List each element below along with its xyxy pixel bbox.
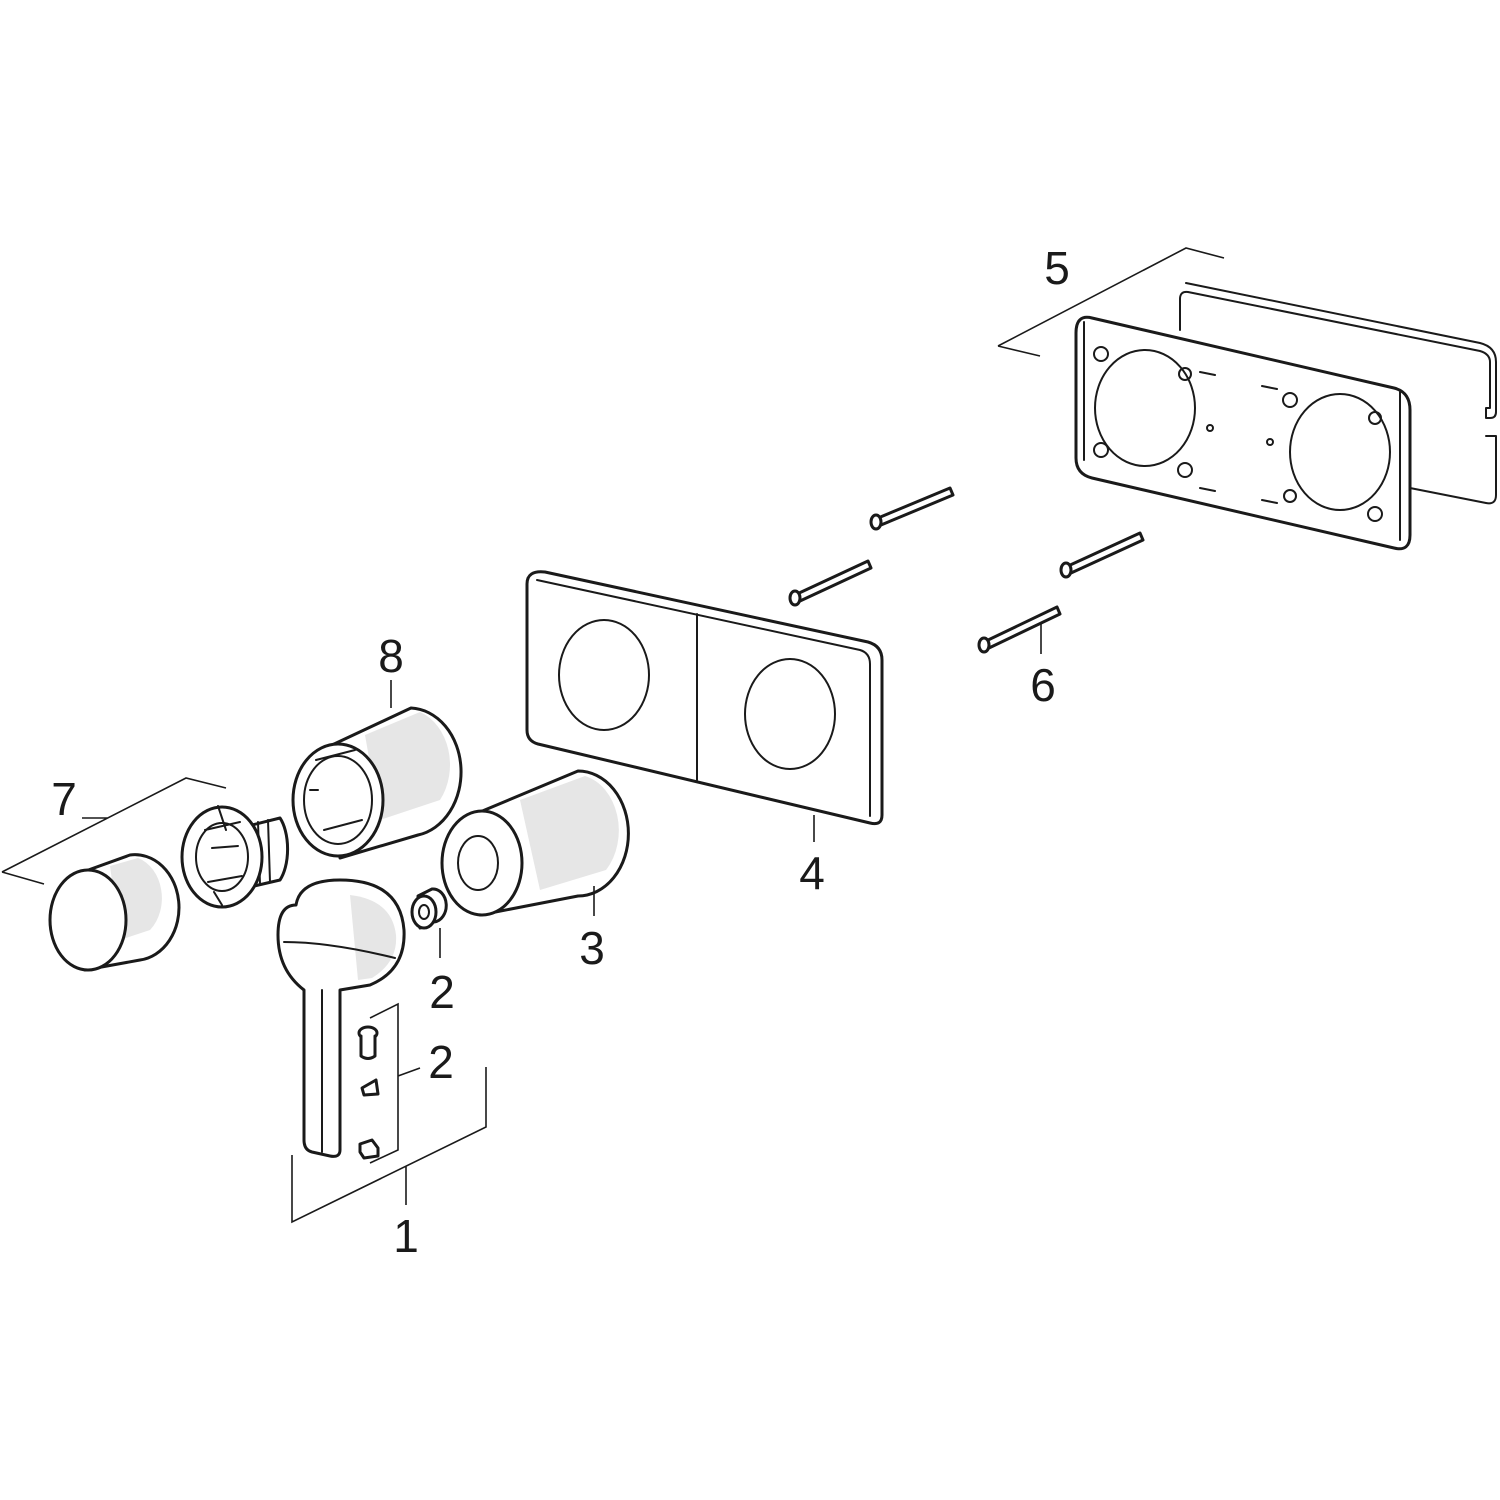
frame-hole [1368, 411, 1382, 425]
frame-hole [1367, 506, 1383, 522]
callout-3: 3 [579, 922, 605, 974]
screw [977, 605, 1062, 654]
part-2-screw-set [357, 1025, 380, 1160]
callout-2-nut: 2 [429, 966, 455, 1018]
leader-lines [1, 247, 1225, 1224]
cartridge [180, 805, 290, 909]
callout-2-screw-set: 2 [428, 1036, 454, 1088]
frame-hole [1283, 489, 1297, 503]
frame-plate [1074, 315, 1412, 551]
frame-opening-right [1289, 393, 1391, 511]
callout-5: 5 [1044, 242, 1070, 294]
callout-7: 7 [51, 773, 77, 825]
small-clip [358, 1138, 380, 1160]
frame-hole [1177, 462, 1193, 478]
part-4-cover-plate [525, 570, 884, 826]
cover-opening-left [558, 619, 650, 731]
screw [1059, 531, 1145, 579]
screw [788, 559, 873, 607]
cap-face [48, 868, 128, 972]
frame-hole [1093, 346, 1109, 362]
seal-ring-top [1179, 282, 1497, 419]
cartridge-face [180, 805, 264, 909]
part-8-sleeve [291, 706, 463, 860]
small-screw [357, 1025, 379, 1060]
frame-hole [1178, 367, 1192, 381]
callout-8: 8 [378, 630, 404, 682]
part-3-sleeve [440, 769, 630, 917]
part-1-lever-handle [276, 878, 406, 1158]
seal-ring-bottom [1409, 435, 1497, 505]
part-6-screws [788, 486, 1145, 654]
frame-hole [1093, 442, 1109, 458]
cover-opening-right [744, 658, 836, 770]
sleeve-face [291, 742, 385, 858]
callout-4: 4 [799, 847, 825, 899]
part-5-mounting-frame [1074, 282, 1497, 551]
part-2-nut [410, 887, 448, 930]
sleeve-face [440, 809, 524, 917]
callout-1: 1 [393, 1210, 419, 1262]
small-wedge [360, 1078, 380, 1097]
callout-6: 6 [1030, 659, 1056, 711]
frame-opening-left [1094, 349, 1196, 467]
cap [48, 853, 181, 972]
frame-hole [1282, 392, 1298, 408]
screw [869, 486, 955, 531]
part-7-cap-assembly [48, 805, 290, 972]
